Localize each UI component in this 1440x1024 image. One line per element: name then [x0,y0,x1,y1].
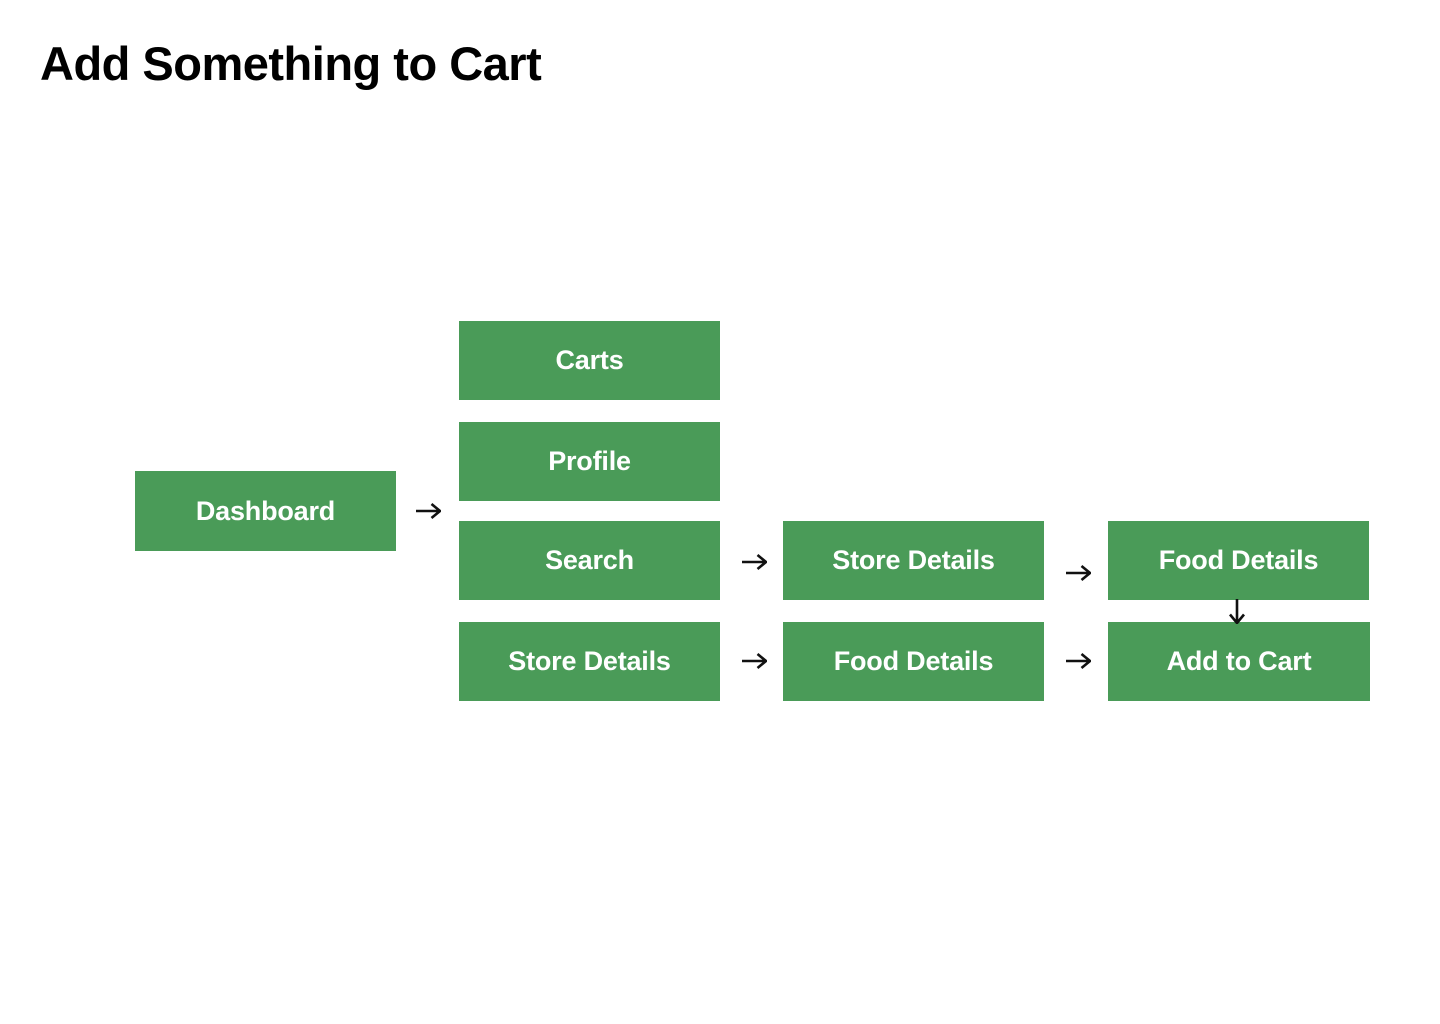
page-title: Add Something to Cart [40,37,542,90]
flow-node-label: Carts [555,345,624,375]
arrow-right-store-details-to-food-details-icon [1066,564,1091,582]
flow-node-store-details-from-search: Store Details [459,622,720,701]
arrow-right-search-to-store-details-icon [742,553,767,571]
arrow-right-food-details-to-add-to-cart-icon [1066,652,1091,670]
flow-node-carts: Carts [459,321,720,400]
flow-node-add-to-cart: Add to Cart [1108,622,1370,701]
arrow-right-store-details-to-food-details-row2-icon [742,652,767,670]
flow-node-profile: Profile [459,422,720,501]
flow-node-label: Dashboard [195,495,336,526]
flow-node-label: Search [545,545,634,575]
flow-node-label: Food Details [833,646,994,676]
flow-node-label: Profile [548,446,631,476]
flow-node-food-details-right: Food Details [1108,521,1369,600]
flow-node-label: Add to Cart [1166,646,1312,676]
arrow-right-dashboard-to-screens-icon [416,502,441,520]
flow-node-label: Store Details [508,646,671,676]
flow-node-label: Food Details [1158,545,1319,575]
flow-node-food-details: Food Details [783,622,1044,701]
flow-node-store-details: Store Details [783,521,1044,600]
arrow-down-food-details-to-add-to-cart-icon [1228,599,1246,624]
flow-node-dashboard: Dashboard [135,471,396,551]
flow-node-label: Store Details [832,545,995,575]
flow-node-search: Search [459,521,720,600]
